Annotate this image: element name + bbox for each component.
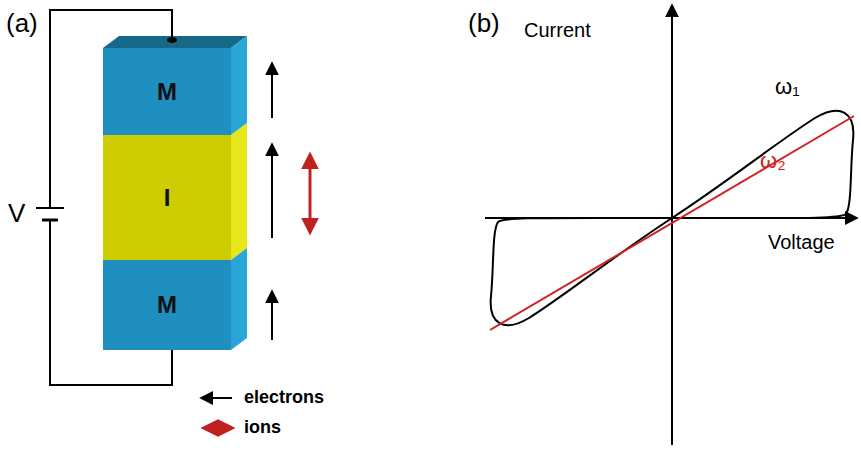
layer-label: M (157, 78, 177, 106)
layer-label: I (164, 184, 171, 212)
legend-entry: ions (244, 418, 281, 436)
legend-text: ions (244, 417, 281, 437)
hysteresis-loop (672, 111, 853, 218)
legend-entry: electrons (244, 388, 324, 406)
frequency-label: ω₂ (760, 150, 786, 172)
contact-dot (167, 37, 177, 43)
legend-sample (202, 397, 232, 399)
linear-response (490, 116, 854, 330)
electron-arrow (271, 64, 273, 340)
panel-label: (b) (468, 10, 500, 36)
hysteresis-loop (491, 218, 672, 325)
legend-text: electrons (244, 387, 324, 407)
current-axis (671, 6, 673, 445)
panel-label: (a) (6, 10, 38, 36)
side-face (231, 123, 247, 260)
top-face (103, 36, 247, 48)
layer-label: M (157, 291, 177, 319)
ion-arrow (309, 155, 312, 232)
metal-layer: M (103, 48, 231, 135)
insulator-layer: I (103, 135, 231, 260)
voltage-symbol: V (8, 200, 25, 226)
side-face (231, 36, 247, 135)
axis-title: Current (524, 20, 591, 40)
stack-faces (103, 36, 247, 350)
legend-sample (204, 427, 232, 430)
axis-title: Voltage (768, 232, 835, 252)
side-face (231, 248, 247, 350)
frequency-label: ω₁ (775, 76, 800, 98)
metal-layer: M (103, 260, 231, 350)
